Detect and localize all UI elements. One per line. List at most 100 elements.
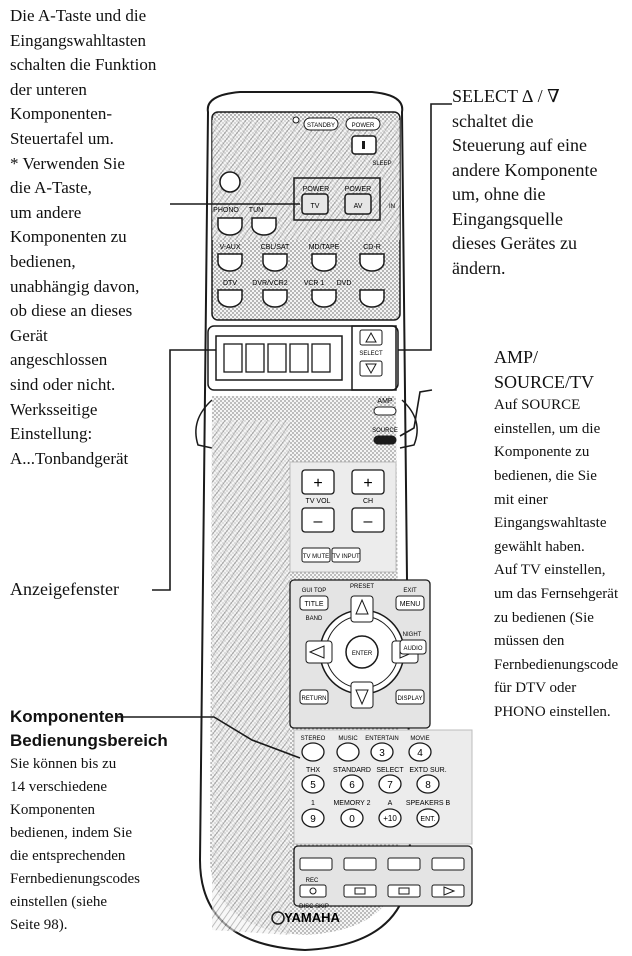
power-main-mark [362, 141, 365, 149]
night-label: NIGHT [403, 632, 422, 638]
movie-label: MOVIE [410, 736, 429, 742]
input-dvrvcr2-button[interactable] [263, 290, 287, 307]
annotation-line: A...Tonbandgerät [10, 447, 156, 472]
input-phono-label: PHONO [213, 207, 239, 214]
play-button[interactable] [432, 885, 464, 897]
input-dvd-button[interactable] [360, 290, 384, 307]
power-label-top: POWER [352, 123, 375, 129]
guide-top-label: GUI TOP [302, 588, 326, 594]
input-dvd-label: DVD [337, 280, 352, 287]
a-key[interactable] [220, 172, 240, 192]
num-4-label: 4 [417, 748, 423, 759]
power-av-label: POWER [345, 186, 371, 193]
amp-switch[interactable] [374, 407, 396, 415]
extd-sur-label: EXTD SUR. [409, 767, 446, 774]
entertain-label: ENTERTAIN [365, 736, 398, 742]
input-tun-label: TUN [249, 207, 263, 214]
input-cdr-button[interactable] [360, 254, 384, 271]
a-key-annotation: Die A-Taste und die Eingangswahltasten s… [10, 4, 156, 471]
annotation-line: bedienen, [10, 250, 156, 275]
speakers-label: SPEAKERS B [406, 800, 451, 807]
input-cblsat-button[interactable] [263, 254, 287, 271]
power-av-text: AV [354, 203, 363, 210]
amp-source-tv-annotation: AMP/ SOURCE/TV Auf SOURCE einstellen, um… [494, 345, 618, 725]
annotation-title: Bedienungsbereich [10, 729, 168, 753]
annotation-body: Auf SOURCE einstellen, um die Komponente… [494, 394, 618, 724]
annotation-line: Seite 98). [10, 914, 168, 937]
exit-label: EXIT [403, 588, 417, 594]
plus-icon: + [363, 475, 372, 492]
audio-label: AUDIO [403, 646, 422, 652]
annotation-line: Komponenten- [10, 102, 156, 127]
display-segment [224, 344, 242, 372]
thx-label: THX [306, 767, 320, 774]
music-button[interactable] [337, 743, 359, 761]
transport-ff[interactable] [388, 858, 420, 870]
brand-label: YAMAHA [284, 910, 340, 925]
component-area-annotation: Komponenten Bedienungsbereich Sie können… [10, 705, 168, 937]
annotation-line: angeschlossen [10, 348, 156, 373]
transport-skip-back[interactable] [300, 858, 332, 870]
annotation-title: SOURCE/TV [494, 370, 618, 395]
enter-label: ENTER [352, 651, 373, 657]
annotation-line: schalten die Funktion [10, 53, 156, 78]
display-segment [290, 344, 308, 372]
annotation-line: Komponente zu [494, 441, 618, 465]
annotation-line: die A-Taste, [10, 176, 156, 201]
input-phono-button[interactable] [218, 218, 242, 235]
annotation-title: AMP/ [494, 345, 618, 370]
standby-label: STANDBY [307, 123, 335, 129]
input-mdtape-button[interactable] [312, 254, 336, 271]
annotation-line: Komponenten [10, 799, 168, 822]
annotation-line: bedienen, indem Sie [10, 822, 168, 845]
display-segment [246, 344, 264, 372]
source-switch[interactable] [374, 436, 396, 444]
annotation-body: Sie können bis zu 14 verschiedene Kompon… [10, 753, 168, 937]
display-segment [312, 344, 330, 372]
power-tv-label: POWER [303, 186, 329, 193]
annotation-line: bedienen, die Sie [494, 465, 618, 489]
num-3-label: 3 [379, 748, 385, 759]
lower-panel-hatch [212, 420, 290, 935]
memory-label: MEMORY 2 [333, 800, 370, 807]
title-label: TITLE [304, 601, 323, 608]
input-vcr1-button[interactable] [312, 290, 336, 307]
sleep-label: SLEEP [372, 161, 391, 167]
transport-rewind[interactable] [344, 858, 376, 870]
input-vcr1-label: VCR 1 [304, 280, 325, 287]
tv-input-label: TV INPUT [332, 554, 360, 560]
return-label: RETURN [302, 696, 327, 702]
annotation-line: Die A-Taste und die [10, 4, 156, 29]
rec-button[interactable] [300, 885, 326, 897]
annotation-line: um, ohne die [452, 182, 597, 207]
stereo-button[interactable] [302, 743, 324, 761]
annotation-line: unabhängig davon, [10, 275, 156, 300]
select-label: SELECT [359, 351, 383, 357]
pause-button[interactable] [388, 885, 420, 897]
band-label: BAND [306, 616, 323, 622]
tv-mute-label: TV MUTE [303, 554, 329, 560]
annotation-line: Sie können bis zu [10, 753, 168, 776]
annotation-line: müssen den [494, 630, 618, 654]
num-0-label: 0 [349, 814, 355, 825]
num-8-label: 8 [425, 780, 431, 791]
annotation-line: Eingangswahltasten [10, 29, 156, 54]
music-label: MUSIC [338, 736, 358, 742]
annotation-line: Anzeigefenster [10, 577, 119, 602]
stereo-label: STEREO [301, 736, 326, 742]
transport-skip-fwd[interactable] [432, 858, 464, 870]
menu-label: MENU [400, 601, 421, 608]
input-dtv-label: DTV [223, 280, 237, 287]
annotation-line: PHONO einstellen. [494, 701, 618, 725]
annotation-line: Fernbedienungscodes [10, 868, 168, 891]
minus-icon: – [364, 513, 373, 530]
stop-button[interactable] [344, 885, 376, 897]
input-dtv-button[interactable] [218, 290, 242, 307]
select-num-label: SELECT [376, 767, 404, 774]
annotation-line: einstellen (siehe [10, 891, 168, 914]
preset-label: PRESET [350, 584, 374, 590]
in-label: IN [389, 204, 395, 210]
input-vaux-button[interactable] [218, 254, 242, 271]
input-tun-button[interactable] [252, 218, 276, 235]
annotation-line: Eingangswahltaste [494, 512, 618, 536]
